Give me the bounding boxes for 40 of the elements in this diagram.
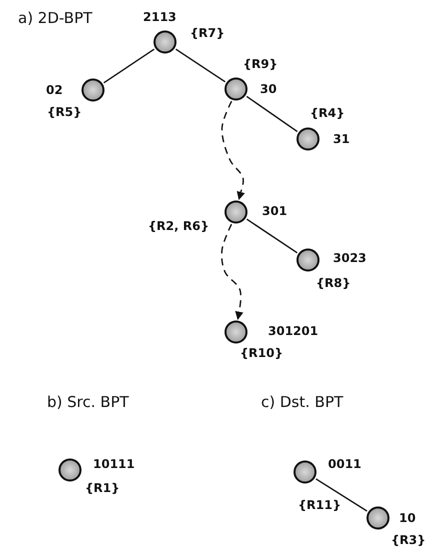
rule-set: {R10} [240,346,284,360]
circle-node [224,77,248,101]
rule-set: {R5} [47,105,82,119]
node-key: 10111 [93,457,135,471]
node-key: 301201 [268,324,318,338]
rule-set: {R2, R6} [148,219,210,233]
circle-node [58,458,82,482]
circle-node [296,127,320,151]
node-key: 31 [333,132,350,146]
node-key: 10 [399,511,416,525]
rule-set: {R11} [298,498,342,512]
circle-node [293,460,317,484]
circle-node [153,30,177,54]
tree-edge [246,218,298,254]
dashed-arrow [221,100,245,200]
node-key: 2113 [143,10,176,24]
circle-node [81,78,105,102]
rule-set: {R1} [85,481,120,495]
node-key: 02 [46,83,63,97]
tree-edge [246,96,298,132]
rule-set: {R9} [243,57,278,71]
node-key: 30 [260,82,277,96]
circle-node [224,200,248,224]
panel-heading: a) 2D-BPT [18,9,92,27]
dashed-arrow [221,224,244,320]
panel-heading: b) Src. BPT [47,393,129,411]
tree-edge [316,478,368,512]
circle-node [366,506,390,530]
node-key: 3023 [333,251,366,265]
circle-node [224,320,248,344]
tree-edge [103,48,155,84]
node-key: 0011 [328,457,362,471]
circle-node [296,248,320,272]
rule-set: {R8} [316,276,351,290]
rule-set: {R3} [391,533,426,547]
rule-set: {R7} [190,26,225,40]
panel-heading: c) Dst. BPT [261,393,344,411]
node-key: 301 [262,204,288,218]
tree-edge [175,48,226,82]
rule-set: {R4} [310,106,345,120]
